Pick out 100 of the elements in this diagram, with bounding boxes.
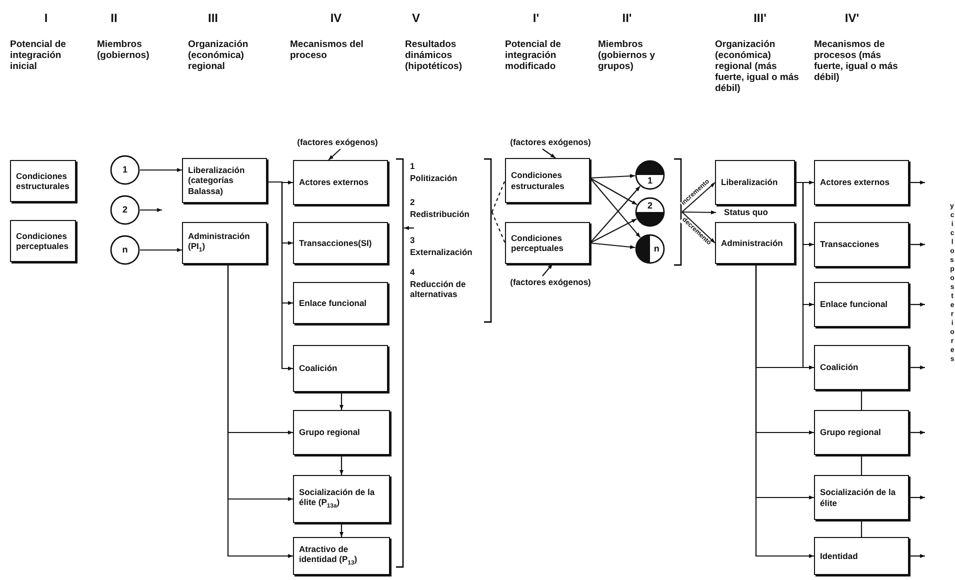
process-box	[505, 222, 590, 264]
list-number: 2	[410, 198, 416, 208]
column-numeral: II'	[621, 12, 633, 26]
arrow	[267, 181, 293, 370]
arrow	[590, 218, 637, 244]
arrow	[682, 210, 716, 214]
box-label: Enlace funcional	[820, 299, 888, 310]
column-heading: Potencial de integración inicial	[10, 40, 67, 73]
box-label: Coalición	[299, 363, 338, 374]
process-box	[715, 160, 795, 205]
box-label: Liberalización	[721, 177, 778, 188]
box-label: Condiciones estructurales	[511, 170, 566, 191]
process-box	[10, 160, 76, 202]
box-label: Liberalización (categorías Balassa)	[188, 165, 246, 196]
arrow	[590, 242, 636, 249]
arrow	[909, 430, 925, 434]
box-label: Actores externos	[820, 177, 890, 188]
arrow	[909, 366, 925, 370]
circle-label: 1	[648, 176, 652, 186]
box-label: Condiciones perceptuales	[511, 232, 564, 254]
process-box	[293, 222, 388, 264]
arrow	[404, 226, 414, 230]
process-box	[814, 410, 909, 455]
arrow	[140, 248, 182, 252]
circle-label: 2	[122, 206, 128, 214]
column-heading: Organización (económica) regional	[188, 40, 250, 73]
list-item: Politización	[410, 174, 458, 184]
arrow	[340, 455, 344, 475]
arrow	[909, 496, 925, 500]
box-label: Actores externos	[299, 177, 368, 188]
process-box	[293, 345, 388, 392]
column-heading: Miembros (gobiernos)	[97, 40, 150, 62]
arrow	[328, 148, 341, 160]
note-text: (factores exógenos)	[297, 137, 378, 147]
circle-label: n	[654, 244, 660, 254]
box-label: Transacciones	[820, 239, 880, 250]
process-box	[814, 475, 909, 520]
list-item: Reducción de alternativas	[410, 280, 467, 300]
column-numeral: III	[206, 12, 219, 26]
process-box	[293, 475, 390, 523]
box-label: Administración	[721, 238, 783, 248]
column-numeral: I	[43, 12, 49, 26]
column-heading: Potencial de integración modificado	[505, 40, 562, 73]
column-heading: Mecanismos del proceso	[290, 40, 364, 62]
process-box	[293, 160, 388, 205]
box-label: Transacciones(SI)	[299, 238, 372, 248]
list-item: Redistribución	[410, 210, 471, 220]
arrow	[227, 264, 293, 558]
column-heading: Mecanismos de procesos (más fuerte, igual o más débil)	[814, 40, 899, 84]
connector-line	[860, 520, 862, 537]
box-label: Condiciones estructurales	[16, 170, 70, 192]
arrow	[590, 186, 640, 244]
column-numeral: I'	[532, 12, 540, 26]
arrow	[755, 264, 814, 558]
arrow	[590, 178, 641, 238]
box-label: Coalición	[820, 362, 858, 373]
arrow	[340, 523, 344, 537]
list-number: 4	[410, 268, 416, 278]
box-label: Grupo regional	[299, 427, 360, 438]
process-box	[814, 282, 909, 327]
note-text: (factores exógenos)	[510, 277, 591, 287]
arrow	[340, 392, 344, 410]
arrow	[590, 174, 636, 179]
arrow	[909, 554, 925, 558]
arrow	[140, 168, 182, 172]
arrow	[909, 242, 925, 246]
column-numeral: V	[410, 12, 421, 26]
column-numeral: II	[110, 12, 118, 26]
circle-label: n	[122, 246, 128, 254]
process-box	[10, 220, 76, 262]
process-box	[293, 537, 390, 575]
process-box	[293, 282, 388, 324]
list-number: 1	[410, 162, 416, 172]
arrow	[909, 302, 925, 306]
circle-label: 1	[122, 166, 128, 174]
box-label: Grupo regional	[820, 427, 881, 438]
column-numeral: III'	[752, 12, 768, 26]
box-label: Identidad	[820, 550, 858, 562]
process-box	[814, 160, 909, 205]
process-box	[182, 158, 267, 203]
process-box	[715, 222, 795, 264]
list-number: 3	[410, 236, 416, 246]
process-box	[182, 222, 267, 264]
column-heading: Organización (económica) regional (más fuerte, igual o más débil)	[715, 40, 800, 95]
process-box	[814, 537, 909, 575]
column-heading: Resultados dinámicos (hipotéticos)	[405, 40, 463, 73]
connector-line	[860, 390, 862, 410]
process-box	[814, 222, 909, 267]
box-label: Enlace funcional	[299, 298, 367, 308]
note-text: (factores exógenos)	[510, 137, 591, 147]
box-label: Condiciones perceptuales	[16, 230, 70, 252]
process-box	[505, 158, 590, 203]
column-numeral: IV'	[844, 12, 860, 26]
box-label: Administración (PI$_{1}$)	[188, 230, 251, 255]
box-label: Socialización de la élite	[820, 487, 897, 508]
arrow	[542, 148, 556, 158]
process-box	[293, 410, 390, 455]
arrow	[140, 208, 162, 212]
process-box	[814, 345, 909, 390]
note-text: Status quo	[724, 207, 768, 217]
